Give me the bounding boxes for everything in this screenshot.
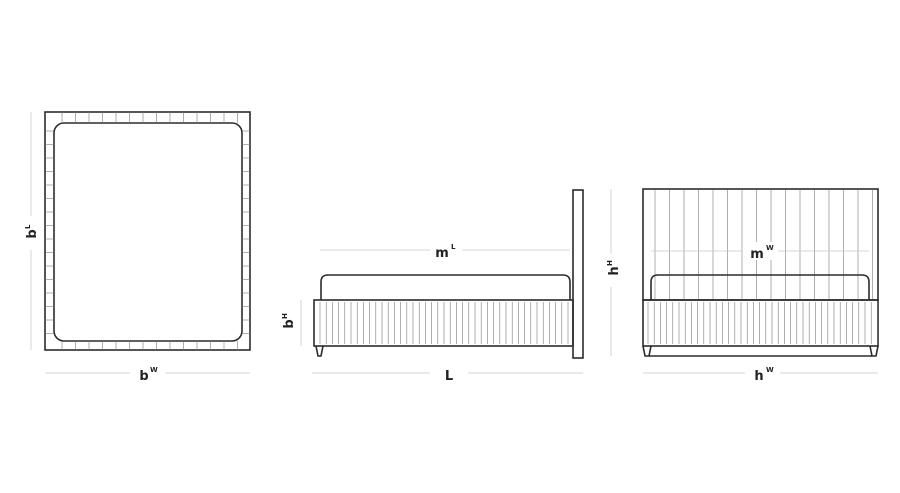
- top-view: b L b W: [24, 111, 251, 384]
- front-view: m W h H h W: [606, 188, 879, 384]
- top-view-tufting: [45, 112, 250, 350]
- top-view-frame: [44, 111, 251, 351]
- side-height-label: b H: [281, 313, 297, 329]
- top-width-label-sup: W: [150, 366, 158, 374]
- front-height-label-sup: H: [606, 260, 614, 266]
- side-leg: [315, 345, 324, 357]
- front-mattress-label-base: m: [750, 247, 764, 262]
- side-height-label-base: b: [282, 319, 297, 328]
- front-mattress-label-sup: W: [766, 244, 774, 252]
- top-length-label-sup: L: [24, 224, 32, 229]
- front-height-label-base: h: [607, 266, 622, 275]
- front-mattress: [650, 274, 870, 300]
- top-view-mattress: [53, 122, 243, 342]
- side-base-ribs: [319, 302, 569, 344]
- front-base: [642, 299, 879, 347]
- front-leg-left: [642, 345, 652, 357]
- top-length-label-base: b: [25, 229, 40, 238]
- front-width-label-sup: W: [766, 366, 774, 374]
- top-length-label: b L: [24, 224, 40, 239]
- side-view: m L b H L: [281, 189, 584, 384]
- side-base: [313, 299, 574, 347]
- top-width-label-base: b: [139, 369, 148, 384]
- front-leg-right: [869, 345, 879, 357]
- side-mattress-label-base: m: [435, 246, 449, 261]
- front-height-label: h H: [606, 260, 622, 276]
- side-headboard: [572, 189, 584, 359]
- side-height-label-sup: H: [281, 313, 289, 319]
- side-length-label: L: [445, 369, 453, 384]
- front-headboard-ribs: [654, 190, 873, 299]
- front-base-ribs: [647, 302, 878, 344]
- front-mattress-label-bg: [745, 242, 775, 260]
- side-mattress-label-sup: L: [451, 243, 456, 251]
- side-mattress: [320, 274, 571, 300]
- front-width-label-base: h: [754, 369, 763, 384]
